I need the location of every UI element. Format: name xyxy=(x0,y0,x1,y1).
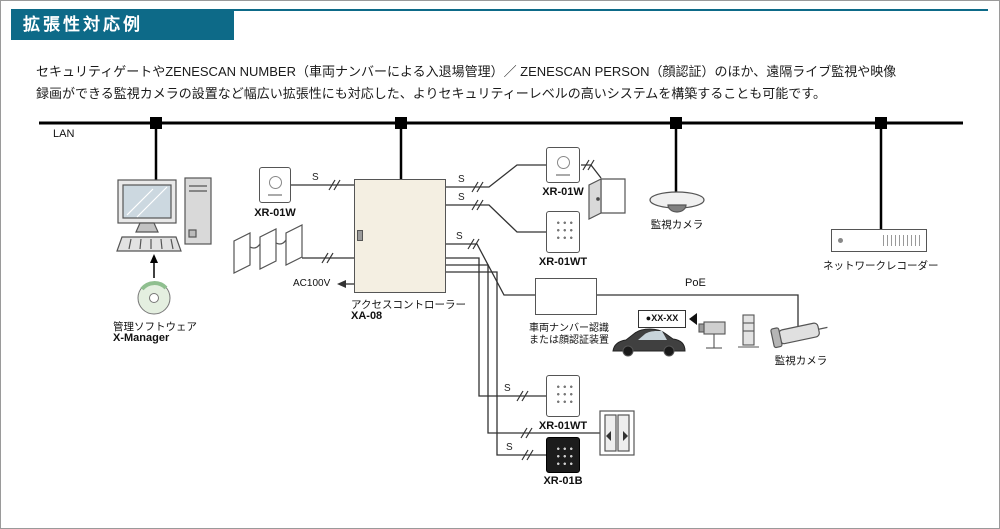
cd-to-pc-arrow-icon xyxy=(150,254,158,278)
controller-label: アクセスコントローラー xyxy=(351,299,466,311)
ac-power-arrowhead xyxy=(337,280,346,288)
bullet-camera-label: 監視カメラ xyxy=(774,355,828,367)
software-cd-icon xyxy=(137,281,171,315)
reader-slot-icon xyxy=(556,174,570,176)
reader-left-label: XR-01W xyxy=(254,207,296,219)
lan-node-taps xyxy=(150,117,887,129)
license-plate: ●XX-XX xyxy=(638,310,686,328)
serial-label: S xyxy=(504,383,511,394)
vehicle-unit-label2: または顔認証装置 xyxy=(529,335,609,346)
serial-label: S xyxy=(458,174,465,185)
intro-text-line1: セキュリティゲートやZENESCAN NUMBER（車両ナンバーによる入退場管理… xyxy=(36,64,897,79)
ptz-camera-icon xyxy=(698,321,726,349)
vehicle-recognition-unit xyxy=(535,278,597,315)
flap-gate-icon xyxy=(233,224,303,274)
car-icon xyxy=(612,328,686,357)
title-rule xyxy=(234,9,988,11)
page-title: 拡張性対応例 xyxy=(11,9,234,40)
reader-right-label: XR-01W xyxy=(542,186,584,198)
keypad-icon xyxy=(553,381,573,407)
controller-port-icon xyxy=(357,230,363,241)
lan-label: LAN xyxy=(53,128,75,140)
keypad-reader-bottom xyxy=(546,375,580,417)
card-reader-black xyxy=(546,437,580,473)
keypad-reader-top xyxy=(546,211,580,253)
recorder-label: ネットワークレコーダー xyxy=(823,260,939,272)
pole-sensor-icon xyxy=(738,314,759,348)
keypad-icon xyxy=(553,217,573,243)
access-controller xyxy=(354,179,446,293)
dome-camera-icon xyxy=(649,191,705,213)
network-recorder xyxy=(831,229,927,252)
recorder-led-icon xyxy=(838,238,843,243)
reader-ring-icon xyxy=(556,156,570,169)
management-pc-icon xyxy=(116,177,212,252)
pc-xmanager-label: X-Manager xyxy=(113,332,170,344)
serial-label: S xyxy=(312,172,319,183)
plate-read-arrow-icon xyxy=(689,313,697,325)
card-reader-right xyxy=(546,147,580,183)
reader-black-label: XR-01B xyxy=(543,475,583,487)
recorder-vents-icon xyxy=(883,235,921,246)
keypad-bottom-label: XR-01WT xyxy=(538,420,588,432)
intro-text-line2: 録画ができる監視カメラの設置など幅広い拡張性にも対応した、よりセキュリティーレベ… xyxy=(36,86,827,101)
bullet-camera-icon xyxy=(770,322,828,349)
pc-software-label: 管理ソフトウェア xyxy=(113,321,197,333)
serial-label: S xyxy=(506,442,513,453)
dome-camera-label: 監視カメラ xyxy=(650,219,704,231)
card-reader-left xyxy=(259,167,291,203)
controller-model-label: XA-08 xyxy=(351,310,383,322)
door-icon xyxy=(588,178,626,220)
ac-power-label: AC100V xyxy=(293,278,331,289)
keypad-top-label: XR-01WT xyxy=(538,256,588,268)
serial-label: S xyxy=(456,231,463,242)
poe-label: PoE xyxy=(685,277,706,289)
elevator-icon xyxy=(599,410,635,456)
vehicle-unit-label1: 車両ナンバー認識 xyxy=(529,323,609,334)
reader-ring-icon xyxy=(268,176,282,189)
serial-label: S xyxy=(458,192,465,203)
reader-slot-icon xyxy=(268,194,282,196)
keypad-icon xyxy=(553,443,573,469)
